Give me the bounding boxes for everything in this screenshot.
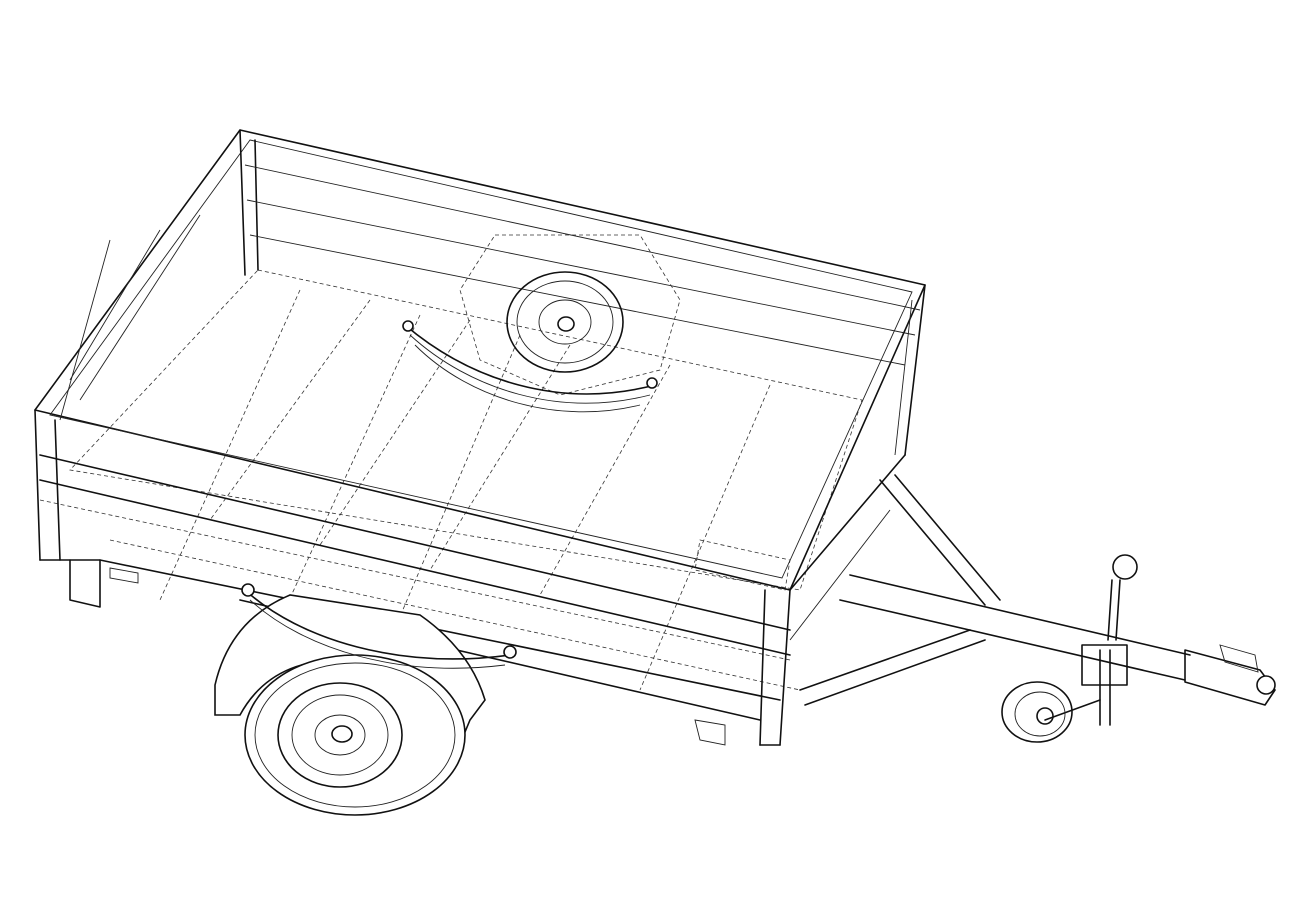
road-wheel xyxy=(214,583,517,816)
spare-wheel xyxy=(402,234,681,413)
trailer-box xyxy=(34,129,926,746)
coupling-head xyxy=(1081,554,1276,706)
jockey-wheel xyxy=(1001,649,1111,743)
trailer-floor-hidden-lines xyxy=(39,269,863,691)
